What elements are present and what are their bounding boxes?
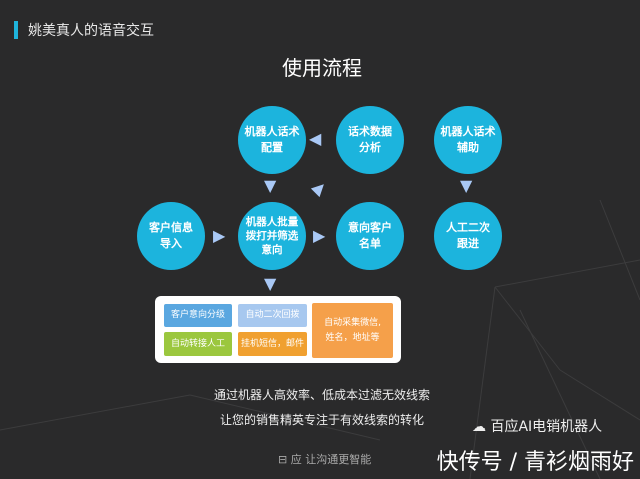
node-followup: 人工二次 跟进 [434,202,502,270]
arrow-right-icon: ▶ [313,226,326,245]
brand-name: 应 [290,453,302,466]
page-title: 使用流程 [282,56,362,80]
footer-brand: ⊟ 应 让沟通更智能 [278,451,371,467]
description-line-2: 让您的销售精英专注于有效线索的转化 [219,413,424,427]
feature-auto-transfer: 自动转接人工 [164,332,232,356]
node-data-analysis: 话术数据 分析 [336,106,404,174]
feature-auto-collect: 自动采集微信, 姓名，地址等 [312,303,393,358]
node-script-assist: 机器人话术 辅助 [434,106,502,174]
arrow-left-icon: ◀ [309,129,322,148]
node-script-config: 机器人话术 配置 [238,106,306,174]
feature-intent-grading: 客户意向分级 [164,304,232,327]
node-intent-list: 意向客户 名单 [336,202,404,270]
brand-slogan: 让沟通更智能 [305,453,372,466]
header-accent-bar [14,21,18,39]
arrow-down-icon: ▼ [264,274,277,293]
node-import: 客户信息 导入 [137,202,205,270]
features-panel: 客户意向分级 自动二次回拨 自动采集微信, 姓名，地址等 自动转接人工 挂机短信… [155,296,401,363]
watermark-source: 快传号 / 青衫烟雨好 [436,450,634,475]
description-line-1: 通过机器人高效率、低成本过滤无效线索 [213,388,430,402]
arrow-down-icon: ▼ [264,176,277,195]
header-title: 姚美真人的语音交互 [28,23,154,39]
watermark-account-text: 百应AI电销机器人 [490,419,603,435]
node-batch-dial: 机器人批量 拨打并筛选 意向 [238,202,306,270]
brand-logo-icon: ⊟ [278,453,288,466]
feature-auto-redial: 自动二次回拨 [238,304,307,327]
arrow-down-icon: ▼ [460,176,473,195]
arrow-right-icon: ▶ [213,226,226,245]
wechat-icon: ☁ [472,419,486,435]
feature-hangup-sms: 挂机短信，邮件 [238,332,307,356]
watermark-account: ☁ 百应AI电销机器人 [472,418,602,436]
